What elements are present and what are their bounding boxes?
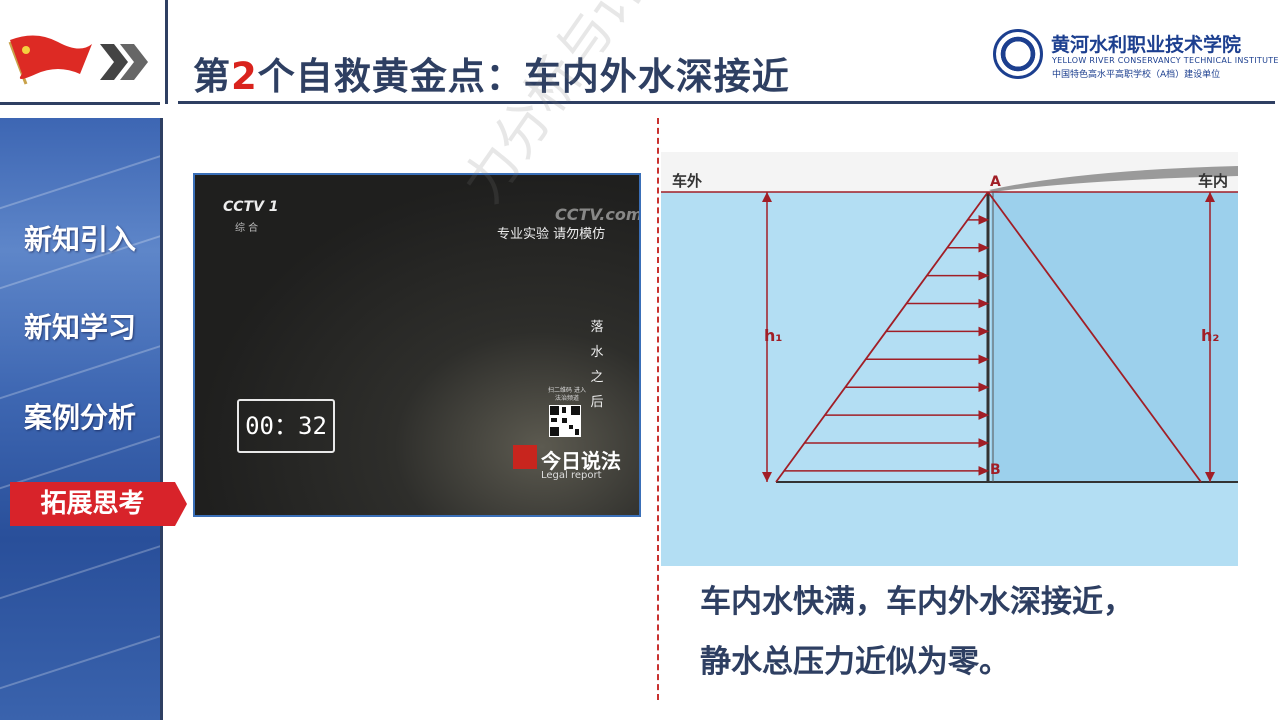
header-left-rule — [0, 102, 160, 105]
sidebar: 新知引入 新知学习 案例分析 — [0, 118, 160, 720]
sidebar-edge — [160, 118, 163, 720]
pressure-arrowhead — [978, 410, 990, 420]
pressure-arrowhead — [978, 326, 990, 337]
point-a-label: A — [990, 174, 1001, 190]
h1-label: h₁ — [764, 326, 783, 345]
outside-car-label: 车外 — [672, 172, 703, 190]
pressure-arrowhead — [978, 438, 990, 448]
sidebar-active-arrow — [175, 482, 187, 526]
pressure-diagram — [661, 152, 1238, 566]
pressure-arrowhead — [978, 242, 990, 253]
sidebar-item-learning[interactable]: 新知学习 — [23, 311, 136, 344]
pressure-arrowhead — [978, 298, 990, 309]
chevron-right-icon — [96, 40, 152, 84]
video-player[interactable]: CCTV 1 综 合 CCTV.com 专业实验 请勿模仿 落水之后 00：32… — [193, 173, 641, 517]
qr-caption: 扫二维码 进入法治频道 — [548, 387, 586, 402]
pressure-arrowhead — [978, 270, 990, 281]
pressure-arrowhead — [978, 466, 990, 476]
qr-code-icon — [549, 405, 581, 437]
video-warning: 专业实验 请勿模仿 — [497, 227, 606, 242]
school-name: 黄河水利职业技术学院 — [1051, 34, 1242, 56]
school-english-name: YELLOW RIVER CONSERVANCY TECHNICAL INSTI… — [1052, 56, 1279, 65]
sidebar-item-active-bg — [10, 482, 175, 526]
inside-car-label: 车内 — [1198, 172, 1229, 190]
page-title: 第2个自救黄金点：车内外水深接近 — [193, 55, 790, 98]
pressure-arrowhead — [978, 215, 990, 225]
h2-label: h₂ — [1201, 326, 1220, 345]
program-english: Legal report — [541, 470, 602, 481]
program-logo-icon — [513, 445, 537, 469]
pressure-arrowhead — [978, 354, 990, 365]
channel-logo: CCTV 1 — [223, 199, 279, 215]
header-rule — [178, 101, 1275, 104]
sidebar-item-case-analysis[interactable]: 案例分析 — [23, 401, 136, 434]
dashed-divider — [657, 118, 659, 700]
channel-sub: 综 合 — [235, 223, 259, 234]
video-watermark: CCTV.com — [555, 205, 641, 224]
sidebar-item-intro[interactable]: 新知引入 — [23, 223, 136, 256]
conclusion-text: 车内水快满，车内外水深接近， 静水总压力近似为零。 — [700, 572, 1240, 692]
school-subtitle: 中国特色高水平高职学校（A档）建设单位 — [1052, 70, 1221, 80]
school-seal-icon — [993, 29, 1043, 79]
video-timer: 00：32 — [237, 399, 335, 453]
point-b-label: B — [990, 462, 1001, 478]
header-vertical-rule — [165, 0, 168, 104]
pressure-arrowhead — [978, 382, 990, 392]
program-name: 今日说法 — [541, 449, 621, 473]
flag-icon — [6, 30, 94, 86]
conclusion-line-2: 静水总压力近似为零。 — [700, 644, 1010, 680]
sidebar-item-extension[interactable]: 拓展思考 — [40, 489, 145, 519]
video-vertical-title: 落水之后 — [590, 320, 604, 410]
conclusion-line-1: 车内水快满，车内外水深接近， — [700, 584, 1134, 620]
